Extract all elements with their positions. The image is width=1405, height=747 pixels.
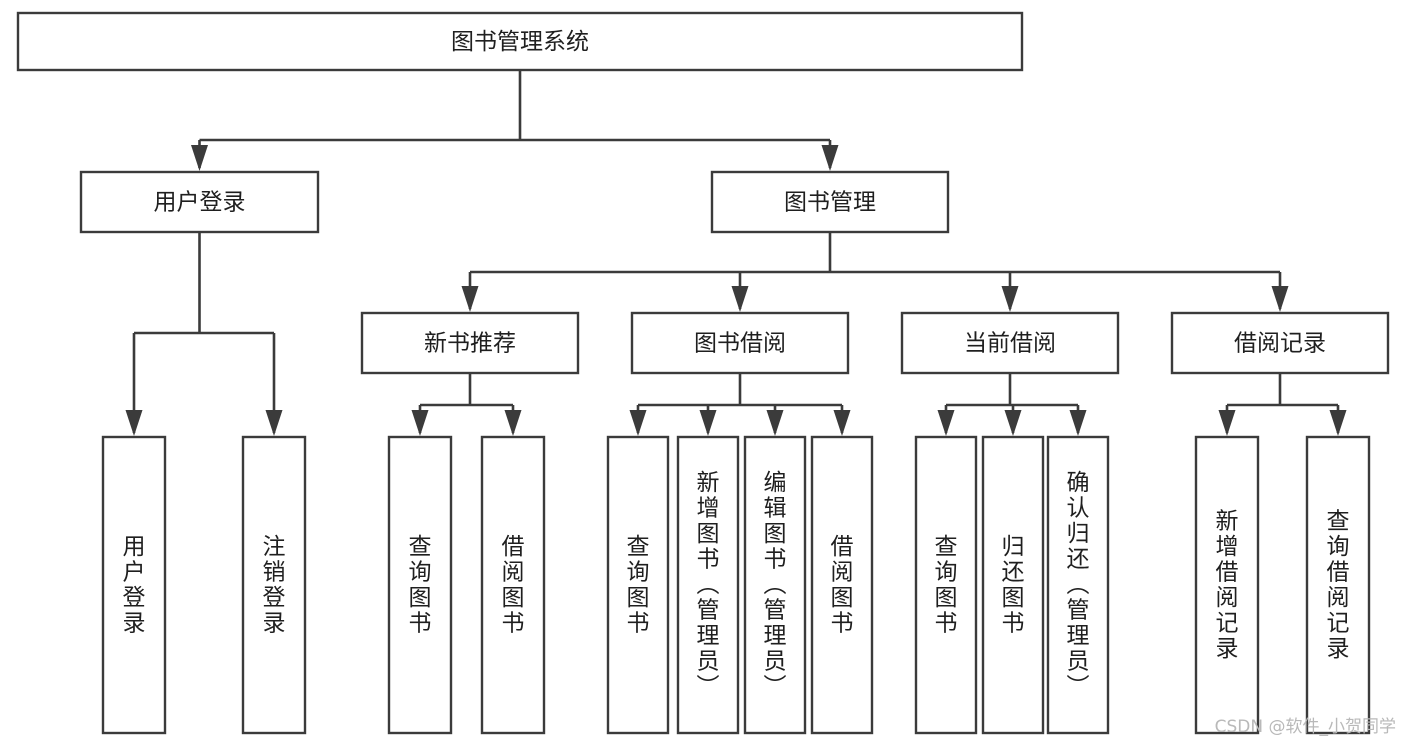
node-label-book-manage: 图书管理 — [784, 190, 876, 216]
node-leaf-edit-book[interactable]: 编辑图书︵管理员︶ — [743, 435, 807, 735]
node-leaf-borrow-book[interactable]: 借阅图书 — [810, 435, 874, 735]
arrow-head-leaf-query-book-current — [937, 410, 955, 436]
node-layer: 新书推荐图书借阅当前借阅借阅记录用户登录注销登录查询图书借阅图书查询图书新增图书… — [16, 11, 1390, 735]
node-leaf-return-book[interactable]: 归还图书 — [981, 435, 1045, 735]
arrow-head-user-login — [191, 145, 208, 171]
node-current-borrow[interactable]: 当前借阅 — [900, 311, 1120, 375]
node-box-leaf-borrow-book-recommend[interactable] — [480, 435, 546, 735]
node-label-leaf-query-book-borrow: 查询图书 — [627, 534, 650, 637]
arrow-head-leaf-add-borrow-record — [1218, 410, 1236, 436]
node-label-leaf-user-login: 用户登录 — [123, 534, 146, 637]
node-leaf-query-book-current[interactable]: 查询图书 — [914, 435, 978, 735]
node-leaf-user-logout[interactable]: 注销登录 — [241, 435, 307, 735]
node-box-borrow-record[interactable] — [1170, 311, 1390, 375]
arrow-head-leaf-confirm-return — [1069, 410, 1087, 436]
arrow-head-book-manage — [821, 145, 839, 171]
arrow-head-leaf-edit-book — [766, 410, 784, 436]
csdn-watermark: CSDN @软件_小贺同学 — [1215, 717, 1396, 737]
node-leaf-confirm-return[interactable]: 确认归还︵管理员︶ — [1046, 435, 1110, 735]
arrow-head-leaf-add-book — [699, 410, 717, 436]
node-label-borrow-record: 借阅记录 — [1234, 331, 1326, 357]
node-box-leaf-query-book-recommend[interactable] — [387, 435, 453, 735]
arrow-head-leaf-query-book-recommend — [411, 410, 429, 436]
connector-layer — [125, 70, 1347, 436]
node-box-book-manage[interactable] — [710, 170, 950, 234]
node-label-root: 图书管理系统 — [451, 29, 589, 55]
arrow-head-leaf-return-book — [1004, 410, 1022, 436]
node-label-leaf-query-book-current: 查询图书 — [935, 534, 958, 637]
node-borrow-record[interactable]: 借阅记录 — [1170, 311, 1390, 375]
node-label-leaf-user-logout: 注销登录 — [263, 534, 286, 637]
node-box-leaf-edit-book[interactable] — [743, 435, 807, 735]
node-label-new-book-recommend: 新书推荐 — [424, 331, 516, 357]
node-box-current-borrow[interactable] — [900, 311, 1120, 375]
node-box-leaf-query-book-current[interactable] — [914, 435, 978, 735]
node-box-leaf-borrow-book[interactable] — [810, 435, 874, 735]
arrow-head-leaf-user-logout — [265, 410, 283, 436]
arrow-head-current-borrow — [1001, 286, 1019, 312]
node-label-leaf-borrow-book: 借阅图书 — [831, 534, 854, 637]
node-label-leaf-add-borrow-record: 新增借阅记录 — [1216, 508, 1239, 662]
node-label-leaf-confirm-return: 确认归还︵管理员︶ — [1067, 470, 1090, 700]
arrow-head-leaf-borrow-book — [833, 410, 851, 436]
arrow-head-leaf-borrow-book-recommend — [504, 410, 522, 436]
node-book-manage[interactable]: 图书管理 — [710, 170, 950, 234]
node-book-borrow[interactable]: 图书借阅 — [630, 311, 850, 375]
node-box-leaf-query-book-borrow[interactable] — [606, 435, 670, 735]
node-leaf-user-login[interactable]: 用户登录 — [101, 435, 167, 735]
node-box-leaf-user-logout[interactable] — [241, 435, 307, 735]
arrow-head-leaf-query-book-borrow — [629, 410, 647, 436]
node-leaf-query-book-borrow[interactable]: 查询图书 — [606, 435, 670, 735]
node-leaf-query-borrow-record[interactable]: 查询借阅记录 — [1305, 435, 1371, 735]
arrow-head-leaf-query-borrow-record — [1329, 410, 1347, 436]
node-leaf-add-book[interactable]: 新增图书︵管理员︶ — [676, 435, 740, 735]
node-label-book-borrow: 图书借阅 — [694, 331, 786, 357]
node-label-user-login: 用户登录 — [154, 190, 246, 216]
node-box-book-borrow[interactable] — [630, 311, 850, 375]
node-box-leaf-query-borrow-record[interactable] — [1305, 435, 1371, 735]
node-label-leaf-edit-book: 编辑图书︵管理员︶ — [764, 470, 787, 700]
node-new-book-recommend[interactable]: 新书推荐 — [360, 311, 580, 375]
node-label-leaf-add-book: 新增图书︵管理员︶ — [697, 470, 720, 700]
node-leaf-add-borrow-record[interactable]: 新增借阅记录 — [1194, 435, 1260, 735]
node-box-leaf-add-book[interactable] — [676, 435, 740, 735]
node-box-leaf-add-borrow-record[interactable] — [1194, 435, 1260, 735]
node-box-leaf-user-login[interactable] — [101, 435, 167, 735]
node-root[interactable]: 图书管理系统 — [16, 11, 1024, 72]
node-box-root[interactable] — [16, 11, 1024, 72]
node-box-new-book-recommend[interactable] — [360, 311, 580, 375]
node-leaf-borrow-book-recommend[interactable]: 借阅图书 — [480, 435, 546, 735]
arrow-head-leaf-user-login — [125, 410, 143, 436]
arrow-head-borrow-record — [1271, 286, 1289, 312]
node-label-leaf-return-book: 归还图书 — [1002, 534, 1025, 637]
node-leaf-query-book-recommend[interactable]: 查询图书 — [387, 435, 453, 735]
node-box-leaf-return-book[interactable] — [981, 435, 1045, 735]
arrow-head-new-book-recommend — [461, 286, 479, 312]
arrow-head-book-borrow — [731, 286, 749, 312]
node-label-leaf-borrow-book-recommend: 借阅图书 — [502, 534, 525, 637]
node-label-leaf-query-book-recommend: 查询图书 — [409, 534, 432, 637]
node-label-current-borrow: 当前借阅 — [964, 331, 1056, 357]
node-label-leaf-query-borrow-record: 查询借阅记录 — [1327, 508, 1350, 662]
node-box-user-login[interactable] — [79, 170, 320, 234]
node-box-leaf-confirm-return[interactable] — [1046, 435, 1110, 735]
node-user-login[interactable]: 用户登录 — [79, 170, 320, 234]
